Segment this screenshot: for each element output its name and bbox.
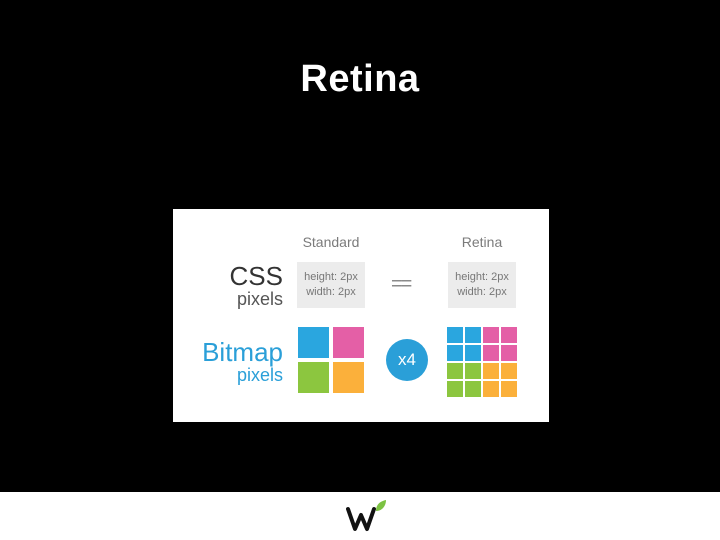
retina-pixel <box>501 363 517 379</box>
standard-label: Standard <box>302 234 360 250</box>
css-label: CSS <box>229 261 283 291</box>
retina-pixel <box>465 327 481 343</box>
retina-pixel <box>447 363 463 379</box>
retina-pixel <box>501 381 517 397</box>
css-sub-label: pixels <box>236 289 283 309</box>
retina-label: Retina <box>461 234 503 250</box>
bitmap-sub-label: pixels <box>236 365 283 385</box>
retina-css-box: height: 2px width: 2px <box>448 262 516 308</box>
retina-pixel <box>465 345 481 361</box>
retina-pixel <box>483 327 499 343</box>
retina-pixel <box>483 345 499 361</box>
retina-pixel <box>447 381 463 397</box>
slide-title: Retina <box>300 58 420 100</box>
retina-pixel <box>501 345 517 361</box>
retina-pixel <box>447 327 463 343</box>
x4-badge: x4 <box>386 339 428 381</box>
retina-pixel <box>465 363 481 379</box>
retina-pixel <box>483 363 499 379</box>
retina-width-text: width: 2px <box>457 286 507 298</box>
retina-height-text: height: 2px <box>455 271 509 283</box>
bitmap-label: Bitmap <box>202 337 283 367</box>
retina-pixel <box>465 381 481 397</box>
standard-pixel-orange <box>333 362 364 393</box>
standard-height-text: height: 2px <box>304 271 358 283</box>
standard-pixel-blue <box>298 327 329 358</box>
retina-pixel <box>447 345 463 361</box>
w-leaf-logo-icon <box>346 500 386 531</box>
standard-pixel-pink <box>333 327 364 358</box>
retina-figure: Standard Retina CSS pixels height: 2px w… <box>173 209 549 422</box>
standard-pixel-green <box>298 362 329 393</box>
retina-pixel <box>501 327 517 343</box>
equals-sign: == <box>391 273 412 295</box>
standard-css-box: height: 2px width: 2px <box>297 262 365 308</box>
standard-width-text: width: 2px <box>306 286 356 298</box>
retina-pixel <box>483 381 499 397</box>
